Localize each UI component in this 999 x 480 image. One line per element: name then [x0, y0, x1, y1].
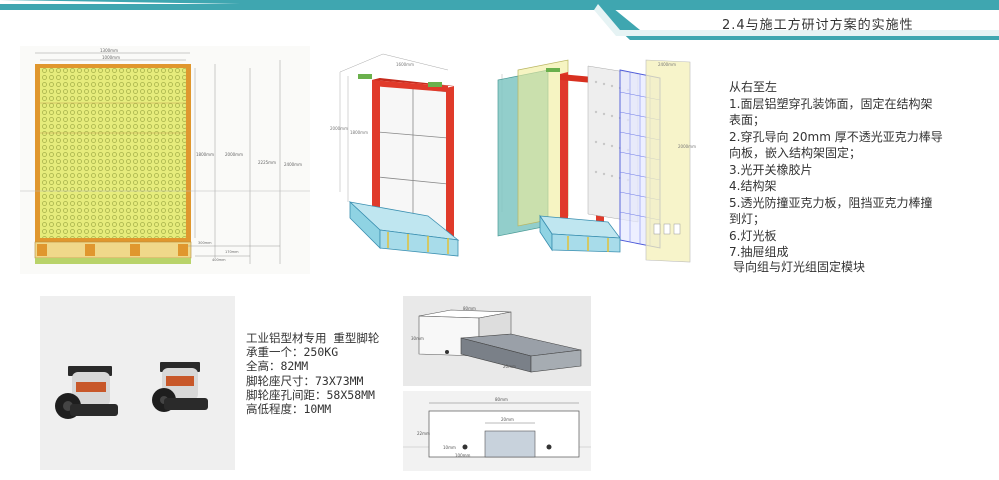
caster-specs: 工业铝型材专用 重型脚轮 承重一个：250KG 全高：82MM 脚轮座尺寸：73…: [246, 331, 379, 416]
dim-label: 80mm: [463, 306, 476, 311]
notes-item: 2.穿孔导向 20mm 厚不透光亚克力棒导向板，嵌入结构架固定；: [729, 129, 943, 161]
spec-line: 承重一个：250KG: [246, 345, 339, 360]
dim-label: 10mm: [443, 445, 456, 450]
notes-heading: 从右至左: [729, 80, 778, 94]
isometric-frame-drawing: 1600mm 2000mm 1800mm: [328, 52, 478, 264]
dim-label: 20mm: [501, 417, 514, 422]
dim-label: 80mm: [495, 397, 508, 402]
dim-label: 400mm: [212, 258, 226, 262]
notes-item: 7.抽屉组成: [729, 245, 789, 259]
spec-line: 脚轮座孔间距：58X58MM: [246, 387, 375, 402]
notes-item: 5.透光防撞亚克力板，阻挡亚克力棒撞到灯；: [729, 195, 933, 227]
dim-label: 2225mm: [258, 160, 276, 165]
dim-label: 1300mm: [100, 48, 118, 53]
caster-wheel-photo: [40, 296, 235, 470]
spec-line: 高低程度：10MM: [246, 402, 332, 417]
dim-label: 2000mm: [225, 152, 243, 157]
dim-label: 2400mm: [284, 162, 302, 167]
drawer-sketch-elevation: 80mm 20mm 22mm 10mm 100mm: [403, 391, 591, 471]
dim-label: 170mm: [225, 250, 239, 254]
dim-label: 1000mm: [102, 55, 120, 60]
dim-label: 2000mm: [678, 144, 696, 149]
front-elevation-drawing: 1300mm 1000mm 1800mm 2000mm 2225mm 2400m…: [20, 46, 310, 274]
notes-item: 4.结构架: [729, 179, 777, 193]
dim-label: 300mm: [198, 241, 212, 245]
dim-label: 1800mm: [350, 130, 368, 135]
page-title: 2.4与施工方研讨方案的实施性: [722, 18, 914, 33]
spec-line: 全高：82MM: [246, 359, 309, 374]
exploded-view-drawing: 2400mm 2000mm: [488, 52, 700, 272]
notes-item: 3.光开关橡胶片: [729, 162, 813, 177]
dim-label: 22mm: [417, 431, 430, 436]
dim-label: 30mm: [411, 336, 424, 341]
dim-label: 1800mm: [196, 152, 214, 157]
dim-label: 100mm: [455, 453, 471, 458]
dim-label: 1600mm: [396, 62, 414, 67]
dim-label: 20mm: [503, 364, 516, 369]
header-banner: [0, 0, 999, 40]
component-notes: 从右至左 1.面层铝塑穿孔装饰面，固定在结构架表面； 2.穿孔导向 20mm 厚…: [729, 79, 944, 261]
notes-item: 1.面层铝塑穿孔装饰面，固定在结构架表面；: [729, 96, 933, 128]
spec-line: 脚轮座尺寸：73X73MM: [246, 373, 364, 388]
spec-line: 工业铝型材专用 重型脚轮: [246, 331, 380, 345]
notes-item: 6.灯光板: [729, 228, 777, 243]
dim-label: 2000mm: [330, 126, 348, 131]
module-note: 导向组与灯光组固定模块: [733, 260, 866, 274]
drawer-sketch-3d: 80mm 20mm 30mm: [403, 296, 591, 386]
dim-label: 2400mm: [658, 62, 676, 67]
